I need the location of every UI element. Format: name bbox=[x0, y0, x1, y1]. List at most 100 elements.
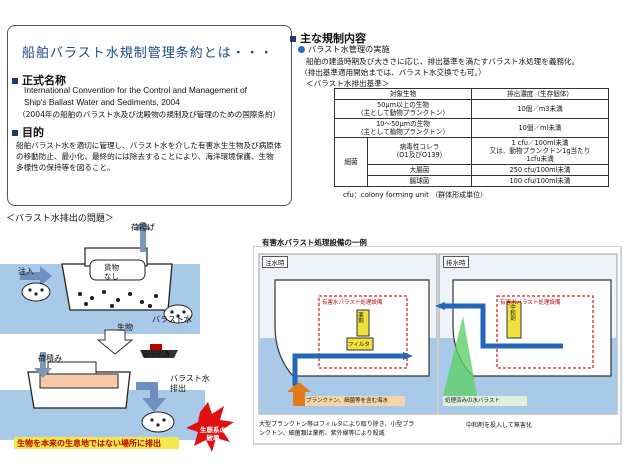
bottom-warning-text: 生物を本来の生息地ではない場所に排出 bbox=[17, 439, 161, 448]
inject-label: 注入 bbox=[18, 267, 34, 276]
ballast-problem-diagram bbox=[0, 222, 234, 452]
filter-unit bbox=[346, 337, 374, 351]
inject-equipment-label: 有害水バラスト処理設備 bbox=[322, 300, 383, 306]
cholera-b: （O1及びO139） bbox=[392, 151, 447, 159]
convention-title: 船舶バラスト水規制管理条約とは・・・ bbox=[22, 46, 274, 61]
organism-bubble-left bbox=[21, 282, 51, 302]
square-bullet-icon bbox=[290, 36, 296, 42]
inject-mode-label: 注水時 bbox=[262, 256, 288, 268]
chemical-tank bbox=[356, 309, 370, 337]
organism-bubble-right bbox=[163, 304, 193, 324]
neutralizer-tank bbox=[506, 301, 522, 339]
organism-dots-upper bbox=[78, 290, 158, 308]
purpose-heading: 目的 bbox=[12, 124, 44, 140]
voyage-ship-cabin bbox=[150, 344, 162, 350]
formal-name-en-2: Ship's Ballast Water and Sediments, 2004 bbox=[24, 97, 180, 107]
discharge-hull bbox=[452, 279, 612, 377]
unload-arrow bbox=[134, 222, 152, 252]
ballast-water-label: バラスト水 bbox=[152, 315, 192, 324]
cargo-label-a: 貨物 bbox=[104, 263, 119, 272]
row1-target-b: （主として動物プランクトン） bbox=[356, 109, 450, 117]
intl-voyage-label: 国際航海 bbox=[142, 350, 170, 358]
purpose-line-3: 多様性の保持等を図ること。 bbox=[16, 163, 115, 172]
cargo-label-b: なし bbox=[104, 272, 119, 281]
purpose-line-2: の移動防止、最小化、最終的には除去することにより、海洋環境保護、生物 bbox=[16, 152, 274, 161]
convention-summary-box bbox=[7, 25, 292, 206]
problem-heading: ＜バラスト水排出の問題＞ bbox=[6, 214, 114, 224]
chemical-label: 薬剤 bbox=[357, 312, 363, 323]
inject-hull bbox=[274, 279, 430, 377]
intake-note: プランクトン、細菌等を含む海水 bbox=[306, 398, 389, 404]
cholera-limit-b: 又は、動物プランクトン1g当たり bbox=[489, 147, 591, 155]
formal-name-en-1: International Convention for the Control… bbox=[24, 85, 248, 95]
lower-ship-cargo bbox=[39, 373, 119, 389]
table-caption: ＜バラスト水排出基準＞ bbox=[306, 79, 390, 88]
row1-limit: 10個／m3未満 bbox=[471, 99, 609, 119]
formal-name-heading-text: 正式名称 bbox=[22, 74, 66, 87]
entero-limit: 100 cfu/100ml未満 bbox=[471, 175, 609, 187]
discharge-mode-label: 排水時 bbox=[443, 256, 469, 268]
inject-caption: 大型プランクトン等はフィルタにより取り除き、小型プランクトン、細菌類は薬剤、紫外… bbox=[259, 420, 414, 438]
filter-label: フィルタ bbox=[348, 342, 370, 348]
purpose-heading-text: 目的 bbox=[22, 126, 44, 139]
ballast-management-text: バラスト水管理の実施 bbox=[308, 44, 390, 54]
ecosystem-burst-icon bbox=[186, 402, 234, 452]
regulation-desc-2: （排出基準適用開始までは、バラスト水交換でも可。） bbox=[300, 68, 486, 77]
circle-bullet-icon bbox=[298, 46, 305, 53]
cfu-note: cfu：colony forming unit （群体形成単位） bbox=[343, 191, 488, 199]
cargo-label: 貨物なし bbox=[104, 263, 119, 281]
unload-label: 荷揚げ bbox=[131, 223, 155, 232]
regulation-heading-text: 主な規制内容 bbox=[300, 32, 366, 45]
entero-target: 腸球菌 bbox=[367, 175, 472, 187]
intake-note-bg bbox=[305, 396, 405, 406]
discharge-standard-table: 対象生物 排出濃度（生存個体） 50μm以上の生物（主として動物プランクトン） … bbox=[334, 88, 609, 187]
neutralizer-label: 中和剤 bbox=[509, 304, 515, 321]
discharge-pipe-arrow bbox=[435, 302, 445, 310]
cholera-a: 病毒性コレラ bbox=[399, 143, 440, 151]
ballast-discharge-b: 排出 bbox=[170, 384, 186, 393]
square-bullet-icon bbox=[12, 130, 18, 136]
inject-pipe bbox=[292, 353, 403, 386]
discharge-equipment-box bbox=[496, 295, 594, 369]
row2-target-a: 10～50μmの生物 bbox=[376, 120, 430, 128]
ecoli-limit: 250 cfu/100ml未満 bbox=[471, 164, 609, 176]
voyage-ship-icon bbox=[140, 350, 178, 358]
equipment-heading: 有害水バラスト処理設備の一例 bbox=[262, 238, 367, 247]
row1-target-a: 50μm以上の生物 bbox=[377, 101, 429, 109]
ecosystem-b: 破壊 bbox=[206, 434, 220, 442]
row1-target: 50μm以上の生物（主として動物プランクトン） bbox=[334, 99, 472, 119]
regulation-desc-1: 船舶の建造時期及び大きさに応じ、排出基準を満たすバラスト水処理を義務化。 bbox=[306, 57, 580, 66]
formal-name-heading: 正式名称 bbox=[12, 72, 66, 88]
discharge-caption: 中和剤を投入して無害化 bbox=[466, 422, 532, 429]
voyage-down-arrow bbox=[96, 329, 134, 355]
discharge-arrow bbox=[136, 382, 166, 412]
inject-pipe-arrow bbox=[403, 352, 413, 360]
inject-caption-1: 大型プランクトン等はフィルタにより取り除き、小型プラ bbox=[259, 421, 415, 428]
treated-note: 処理済みの水バラスト bbox=[445, 398, 500, 404]
discharge-pipe bbox=[441, 303, 563, 349]
bottom-highlight-bar bbox=[14, 437, 179, 449]
cholera-limit-a: 1 cfu／100ml未満 bbox=[511, 139, 569, 147]
ecoli-target: 大腸菌 bbox=[367, 164, 472, 176]
purpose-line-1: 船舶バラスト水を適切に管理し、バラスト水を介した有害水生生物及び病原体 bbox=[16, 141, 282, 150]
loading-label: 荷積み bbox=[38, 354, 62, 363]
ecosystem-a: 生態系の bbox=[200, 426, 226, 434]
cholera-limit-c: 1cfu未満 bbox=[526, 155, 554, 163]
row2-limit: 10個／ml未満 bbox=[471, 118, 609, 138]
square-bullet-icon bbox=[12, 78, 18, 84]
discharge-plume bbox=[443, 316, 477, 396]
discharge-organism-bubble bbox=[141, 411, 175, 433]
cholera-target: 病毒性コレラ（O1及びO139） bbox=[367, 137, 472, 165]
discharge-equipment-label: 有害水バラスト処理設備 bbox=[500, 300, 561, 306]
loading-arrow bbox=[34, 352, 52, 378]
row2-target: 10～50μmの生物（主として植物プランクトン） bbox=[334, 118, 472, 138]
inject-caption-2: ンクトン、細菌類は薬剤、紫外線等により殺滅 bbox=[259, 430, 385, 437]
ballast-discharge-a: バラスト水 bbox=[170, 374, 210, 383]
treated-note-bg bbox=[443, 396, 527, 406]
inject-arrow bbox=[20, 266, 52, 286]
col-limit-header: 排出濃度（生存個体） bbox=[471, 88, 609, 100]
formal-name-ja: （2004年の船舶のバラスト水及び沈殿物の規制及び管理のための国際条約） bbox=[18, 110, 281, 119]
bacteria-label: 細菌 bbox=[334, 137, 368, 187]
row2-target-b: （主として植物プランクトン） bbox=[356, 128, 450, 136]
